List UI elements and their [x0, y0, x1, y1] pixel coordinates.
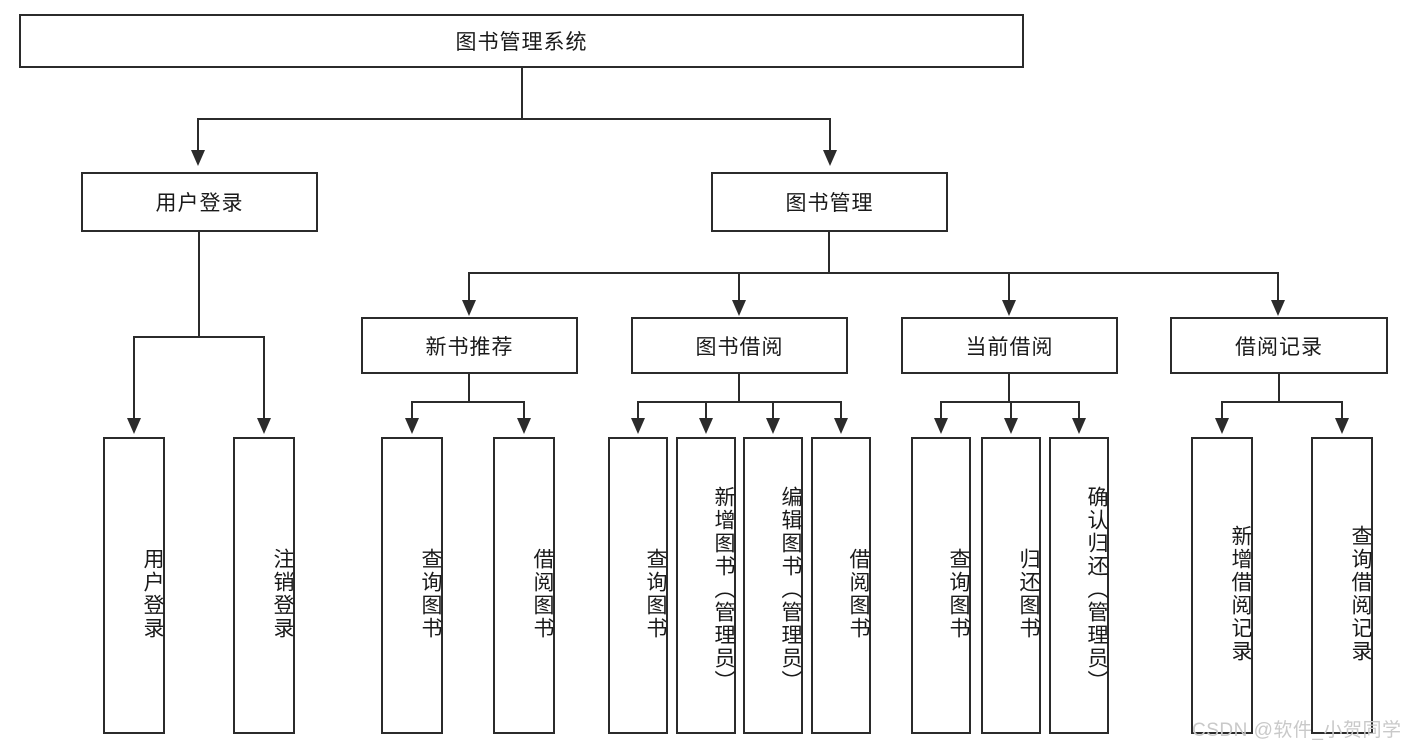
arrowhead-bb-leaf-2 [699, 418, 713, 434]
edge-new-book-split-bar [411, 401, 525, 403]
arrowhead-current-borrow [1002, 300, 1016, 316]
edge-user-login-to-leaf-2 [263, 336, 265, 421]
node-label: 新增借阅记录 [1229, 524, 1252, 663]
edge-root-split-bar [197, 118, 831, 120]
edge-bm-to-book-borrow [738, 272, 740, 304]
arrowhead-bb-leaf-3 [766, 418, 780, 434]
edge-bb-to-leaf-2 [705, 401, 707, 421]
leaf-borrow-record-query-record[interactable]: 查询借阅记录 [1311, 437, 1373, 734]
edge-user-login-split-bar [133, 336, 265, 338]
leaf-current-borrow-return-book[interactable]: 归还图书 [981, 437, 1041, 734]
edge-book-management-split-bar [468, 272, 1277, 274]
leaf-user-login-logout[interactable]: 注销登录 [233, 437, 295, 734]
arrowhead-borrow-record [1271, 300, 1285, 316]
node-label: 图书管理 [785, 192, 874, 215]
node-user-login[interactable]: 用户登录 [81, 172, 318, 232]
edge-current-borrow-stem [1008, 374, 1010, 402]
node-label: 用户登录 [141, 547, 164, 640]
edge-book-borrow-split-bar [637, 401, 841, 403]
edge-borrow-record-split-bar [1221, 401, 1343, 403]
leaf-current-borrow-query-book[interactable]: 查询图书 [911, 437, 971, 734]
leaf-borrow-record-add-record[interactable]: 新增借阅记录 [1191, 437, 1253, 734]
edge-current-borrow-split-bar [940, 401, 1079, 403]
arrowhead-new-book-leaf-1 [405, 418, 419, 434]
edge-cb-to-leaf-2 [1010, 401, 1012, 421]
leaf-book-borrow-borrow-book[interactable]: 借阅图书 [811, 437, 871, 734]
node-label: 当前借阅 [965, 335, 1054, 359]
edge-book-management-stem [828, 232, 830, 274]
edge-borrow-record-stem [1278, 374, 1280, 402]
node-borrow-record[interactable]: 借阅记录 [1170, 317, 1388, 374]
node-root-book-management-system[interactable]: 图书管理系统 [19, 14, 1024, 68]
leaf-book-borrow-add-book-admin[interactable]: 新增图书（管理员） [676, 437, 736, 734]
arrowhead-user-login [191, 150, 205, 166]
leaf-book-borrow-query-book[interactable]: 查询图书 [608, 437, 668, 734]
arrowhead-cb-leaf-2 [1004, 418, 1018, 434]
edge-book-borrow-stem [738, 374, 740, 402]
edge-root-to-book-management [829, 118, 831, 154]
node-label: 确认归还（管理员） [1085, 486, 1108, 693]
edge-root-to-user-login [197, 118, 199, 154]
edge-bb-to-leaf-1 [637, 401, 639, 421]
arrowhead-bb-leaf-4 [834, 418, 848, 434]
arrowhead-user-login-leaf-2 [257, 418, 271, 434]
node-label: 图书借阅 [695, 335, 784, 359]
node-label: 新增图书（管理员） [712, 486, 735, 693]
node-label: 归还图书 [1017, 547, 1040, 640]
node-current-borrow[interactable]: 当前借阅 [901, 317, 1118, 374]
node-label: 查询借阅记录 [1349, 524, 1372, 663]
edge-br-to-leaf-2 [1341, 401, 1343, 421]
node-label: 借阅图书 [531, 547, 554, 640]
edge-new-book-to-leaf-1 [411, 401, 413, 421]
node-label: 图书管理系统 [455, 31, 588, 54]
leaf-new-book-borrow-book[interactable]: 借阅图书 [493, 437, 555, 734]
edge-user-login-to-leaf-1 [133, 336, 135, 421]
arrowhead-new-book-recommend [462, 300, 476, 316]
node-book-borrow[interactable]: 图书借阅 [631, 317, 848, 374]
node-label: 借阅记录 [1235, 335, 1323, 359]
leaf-new-book-query-book[interactable]: 查询图书 [381, 437, 443, 734]
arrowhead-cb-leaf-3 [1072, 418, 1086, 434]
arrowhead-br-leaf-1 [1215, 418, 1229, 434]
node-label: 借阅图书 [847, 547, 870, 640]
edge-cb-to-leaf-3 [1078, 401, 1080, 421]
node-label: 新书推荐 [425, 335, 514, 359]
leaf-book-borrow-edit-book-admin[interactable]: 编辑图书（管理员） [743, 437, 803, 734]
node-label: 查询图书 [419, 547, 442, 640]
node-label: 注销登录 [271, 547, 294, 640]
node-label: 用户登录 [155, 192, 244, 215]
leaf-current-borrow-confirm-return-admin[interactable]: 确认归还（管理员） [1049, 437, 1109, 734]
node-book-management[interactable]: 图书管理 [711, 172, 948, 232]
edge-bb-to-leaf-4 [840, 401, 842, 421]
leaf-user-login-login[interactable]: 用户登录 [103, 437, 165, 734]
arrowhead-new-book-leaf-2 [517, 418, 531, 434]
arrowhead-bb-leaf-1 [631, 418, 645, 434]
arrowhead-book-management [823, 150, 837, 166]
edge-bm-to-current-borrow [1008, 272, 1010, 304]
node-label: 查询图书 [644, 547, 667, 640]
edge-new-book-to-leaf-2 [523, 401, 525, 421]
edge-root-stem [521, 68, 523, 119]
node-new-book-recommend[interactable]: 新书推荐 [361, 317, 578, 374]
edge-cb-to-leaf-1 [940, 401, 942, 421]
edge-bm-to-new-book [468, 272, 470, 304]
edge-new-book-stem [468, 374, 470, 402]
node-label: 编辑图书（管理员） [779, 486, 802, 693]
arrowhead-br-leaf-2 [1335, 418, 1349, 434]
edge-user-login-stem [198, 232, 200, 337]
csdn-watermark: CSDN @软件_小贺同学 [1192, 720, 1402, 741]
arrowhead-user-login-leaf-1 [127, 418, 141, 434]
edge-br-to-leaf-1 [1221, 401, 1223, 421]
arrowhead-cb-leaf-1 [934, 418, 948, 434]
node-label: 查询图书 [947, 547, 970, 640]
arrowhead-book-borrow [732, 300, 746, 316]
edge-bm-to-borrow-record [1277, 272, 1279, 304]
edge-bb-to-leaf-3 [772, 401, 774, 421]
